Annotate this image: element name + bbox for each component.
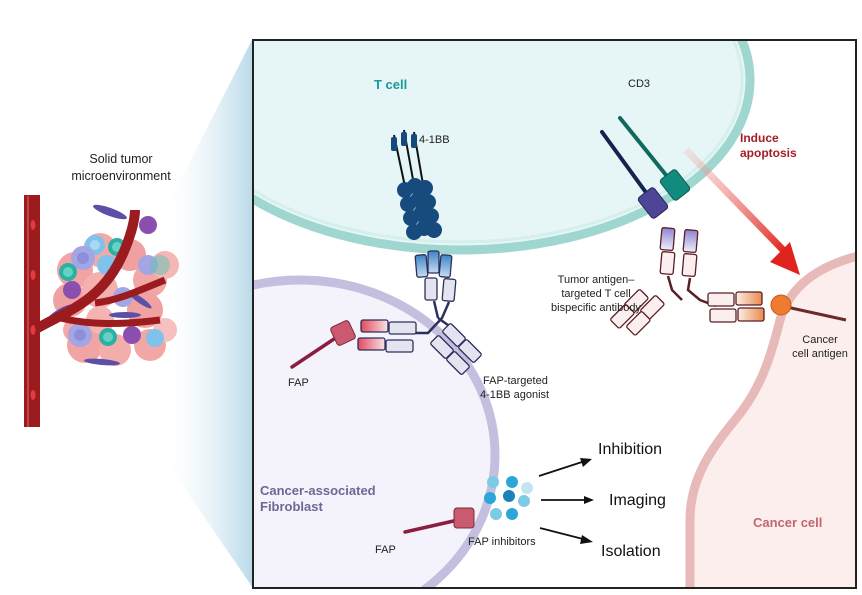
outcome-arrows [538, 458, 594, 544]
bispecific-label-line1: Tumor antigen– [558, 274, 636, 286]
t-cell [253, 40, 755, 255]
4-1bb-receptor [391, 129, 442, 240]
cancer-cell-antigen [770, 294, 847, 322]
cancer-cell-label: Cancer cell [753, 515, 822, 530]
fap-receptor-top [290, 320, 356, 369]
fap-inhibitors-cluster [484, 476, 533, 520]
bispecific-label-line3: bispecific antibody [551, 302, 641, 314]
zoom-wedge [165, 40, 253, 588]
microenvironment-title-line1: Solid tumor [89, 152, 152, 166]
tumor-microenvironment-illustration [24, 195, 179, 427]
fibroblast-label-line2: Fibroblast [260, 499, 324, 514]
agonist-label-line1: FAP-targeted [483, 375, 548, 387]
agonist-label-line2: 4-1BB agonist [480, 389, 549, 401]
bispecific-antibody [610, 227, 765, 336]
fibroblast-cell [253, 275, 500, 588]
microenvironment-title-line2: microenvironment [71, 169, 171, 183]
apoptosis-arrow [683, 147, 800, 275]
cd3-label: CD3 [628, 78, 650, 90]
outcome-isolation: Isolation [601, 543, 661, 560]
induce-apoptosis-line2: apoptosis [740, 146, 797, 160]
fap-top-label: FAP [288, 377, 309, 389]
fap-4-1bb-agonist [357, 250, 482, 375]
outcome-imaging: Imaging [609, 492, 666, 509]
cancer-cell [685, 251, 856, 588]
fap-inhibitors-label: FAP inhibitors [468, 536, 536, 548]
fap-receptor-bottom [403, 507, 475, 534]
bispecific-label-line2: targeted T cell [561, 288, 630, 300]
4-1bb-label: 4-1BB [419, 134, 450, 146]
t-cell-label: T cell [374, 77, 407, 92]
zoom-box-frame [252, 39, 857, 589]
outcome-inhibition: Inhibition [598, 441, 662, 458]
fap-bottom-label: FAP [375, 544, 396, 556]
cd3-receptor [600, 116, 691, 219]
induce-apoptosis-line1: Induce [740, 131, 779, 145]
fibroblast-label-line1: Cancer-associated [260, 483, 376, 498]
blood-vessel [24, 195, 167, 427]
cancer-antigen-label-line2: cell antigen [792, 348, 848, 360]
cancer-antigen-label-line1: Cancer [802, 334, 838, 346]
